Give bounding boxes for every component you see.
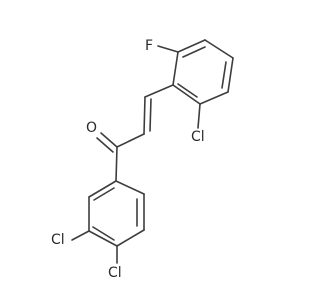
bond-upper-ring-inner-2: [221, 61, 227, 89]
bond-upper-ring-inner-3: [177, 83, 198, 98]
chlorine-ortho-label: Cl: [191, 129, 205, 145]
bond-vinyl-double: [149, 98, 152, 132]
bond-upper-ring-4: [227, 57, 234, 93]
bond-upper-ring-inner-1: [182, 46, 206, 58]
bond-upper-ring-3: [204, 39, 234, 59]
chlorine-meta-label: Cl: [51, 232, 65, 248]
bond-vinyl-carbonyl: [116, 133, 145, 148]
atom-labels: F Cl O Cl Cl: [51, 38, 205, 281]
bond-upper-ring-5: [199, 91, 229, 105]
bond-lower-ring-3: [116, 229, 145, 247]
bond-c-cl-meta: [71, 230, 90, 241]
bond-co-2: [96, 137, 114, 153]
fluorine-label: F: [145, 38, 153, 54]
bond-upper-ring-2: [177, 39, 206, 53]
bond-upper-ring-6: [172, 84, 201, 105]
chlorine-para-label: Cl: [108, 265, 122, 281]
bond-upper-ring-1: [172, 51, 179, 86]
oxygen-label: O: [86, 120, 97, 136]
bonds: [71, 39, 234, 264]
bond-carbonyl-ring: [115, 146, 118, 182]
bond-lower-ring-6: [88, 180, 117, 198]
bond-lower-ring-1: [115, 180, 145, 195]
bond-lower-ring-inner-2: [92, 226, 115, 241]
chemical-structure: F Cl O Cl Cl: [51, 38, 234, 281]
bond-c-f: [157, 45, 179, 53]
bond-c-cl-ortho: [197, 103, 201, 129]
bond-lower-ring-4: [88, 230, 118, 247]
bond-co-1: [100, 132, 118, 148]
bond-ring-vinyl: [144, 84, 174, 98]
bond-lower-ring-inner-3: [93, 187, 115, 201]
bond-vinyl-single: [143, 96, 146, 135]
